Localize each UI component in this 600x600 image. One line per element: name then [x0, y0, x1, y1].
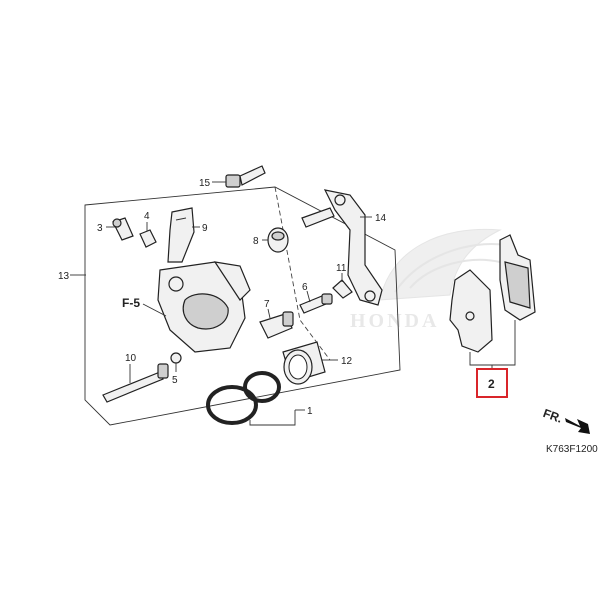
pin-boot-5-ring [170, 352, 182, 364]
brake-pads-2 [449, 234, 536, 353]
bolt-7 [259, 311, 294, 339]
diagram-code: K763F1200 [546, 444, 598, 455]
piston-seals-1 [206, 371, 281, 425]
bleeder-screw-3 [112, 217, 134, 241]
caliper-body-ear [213, 261, 251, 301]
caliper-body-piston-bore [182, 293, 229, 330]
retainer-clip-11 [332, 279, 353, 299]
slide-pin-10-head [157, 363, 169, 379]
callout-14: 14 [375, 213, 387, 224]
piston-seal-small [243, 371, 281, 403]
slide-pin-10-shaft [102, 371, 164, 403]
callout-6: 6 [302, 282, 308, 293]
callout-15: 15 [199, 178, 211, 189]
pin-boot-5 [170, 352, 182, 364]
callout-12: 12 [341, 356, 353, 367]
leader-2 [469, 320, 516, 366]
slide-pin-6 [299, 293, 333, 314]
honda-watermark: HONDA [350, 228, 506, 332]
callout-1: 1 [307, 406, 313, 417]
bleeder-cap-4 [139, 229, 157, 248]
callout-13: 13 [58, 271, 70, 282]
leader-7 [267, 308, 271, 319]
bolt-15 [225, 165, 266, 188]
caliper-bracket-hole-bottom [364, 290, 376, 302]
reference-label-f5: F-5 [122, 296, 140, 310]
slide-pin-upper [301, 207, 335, 228]
callout-5: 5 [172, 375, 178, 386]
leader-6 [306, 290, 311, 303]
piston-seal-large [206, 385, 258, 425]
slide-pin-6-head [321, 293, 333, 305]
piston-inner [288, 354, 308, 380]
slide-pin-10 [102, 363, 169, 403]
pad-spring-9 [167, 207, 195, 263]
caliper-body [157, 261, 251, 353]
bolt-15-shaft [239, 165, 266, 186]
callout-9: 9 [202, 223, 208, 234]
pad-spring-rib [175, 217, 187, 221]
bracket-boundary [274, 186, 331, 361]
callout-7: 7 [264, 299, 270, 310]
leader-f5 [142, 303, 167, 317]
highlight-box-2 [476, 368, 508, 398]
callout-11: 11 [336, 263, 347, 274]
caliper-piston-12 [282, 341, 326, 385]
brake-pad-friction-material [504, 261, 531, 309]
callout-4: 4 [144, 211, 150, 222]
direction-label: FR. [541, 406, 564, 426]
callout-8: 8 [253, 236, 259, 247]
pin-boot-top [271, 231, 285, 241]
caliper-bracket-hole-top [334, 194, 346, 206]
callout-3: 3 [97, 223, 103, 234]
caliper-body-port [168, 276, 184, 292]
front-arrow-icon [565, 418, 590, 434]
bolt-7-head [282, 311, 294, 327]
caliper-bracket-plate [323, 189, 383, 306]
brake-pad-backing-inner [449, 269, 493, 353]
watermark-wing [379, 228, 502, 301]
bleeder-cap [139, 229, 157, 248]
caliper-bracket-14 [301, 189, 383, 306]
watermark-text: HONDA [350, 310, 439, 332]
bolt-15-head [225, 174, 241, 188]
pin-boot-8 [267, 227, 289, 253]
callout-2: 2 [488, 377, 495, 391]
pad-spring-plate [167, 207, 195, 263]
watermark-wing-feather-2 [409, 258, 501, 289]
bleeder-screw-tip [112, 218, 122, 228]
watermark-wing-feather [394, 243, 506, 293]
brake-pad-inner-hole [465, 311, 475, 321]
leader-1 [249, 410, 296, 426]
callout-10: 10 [125, 353, 137, 364]
retainer-clip [332, 279, 353, 299]
